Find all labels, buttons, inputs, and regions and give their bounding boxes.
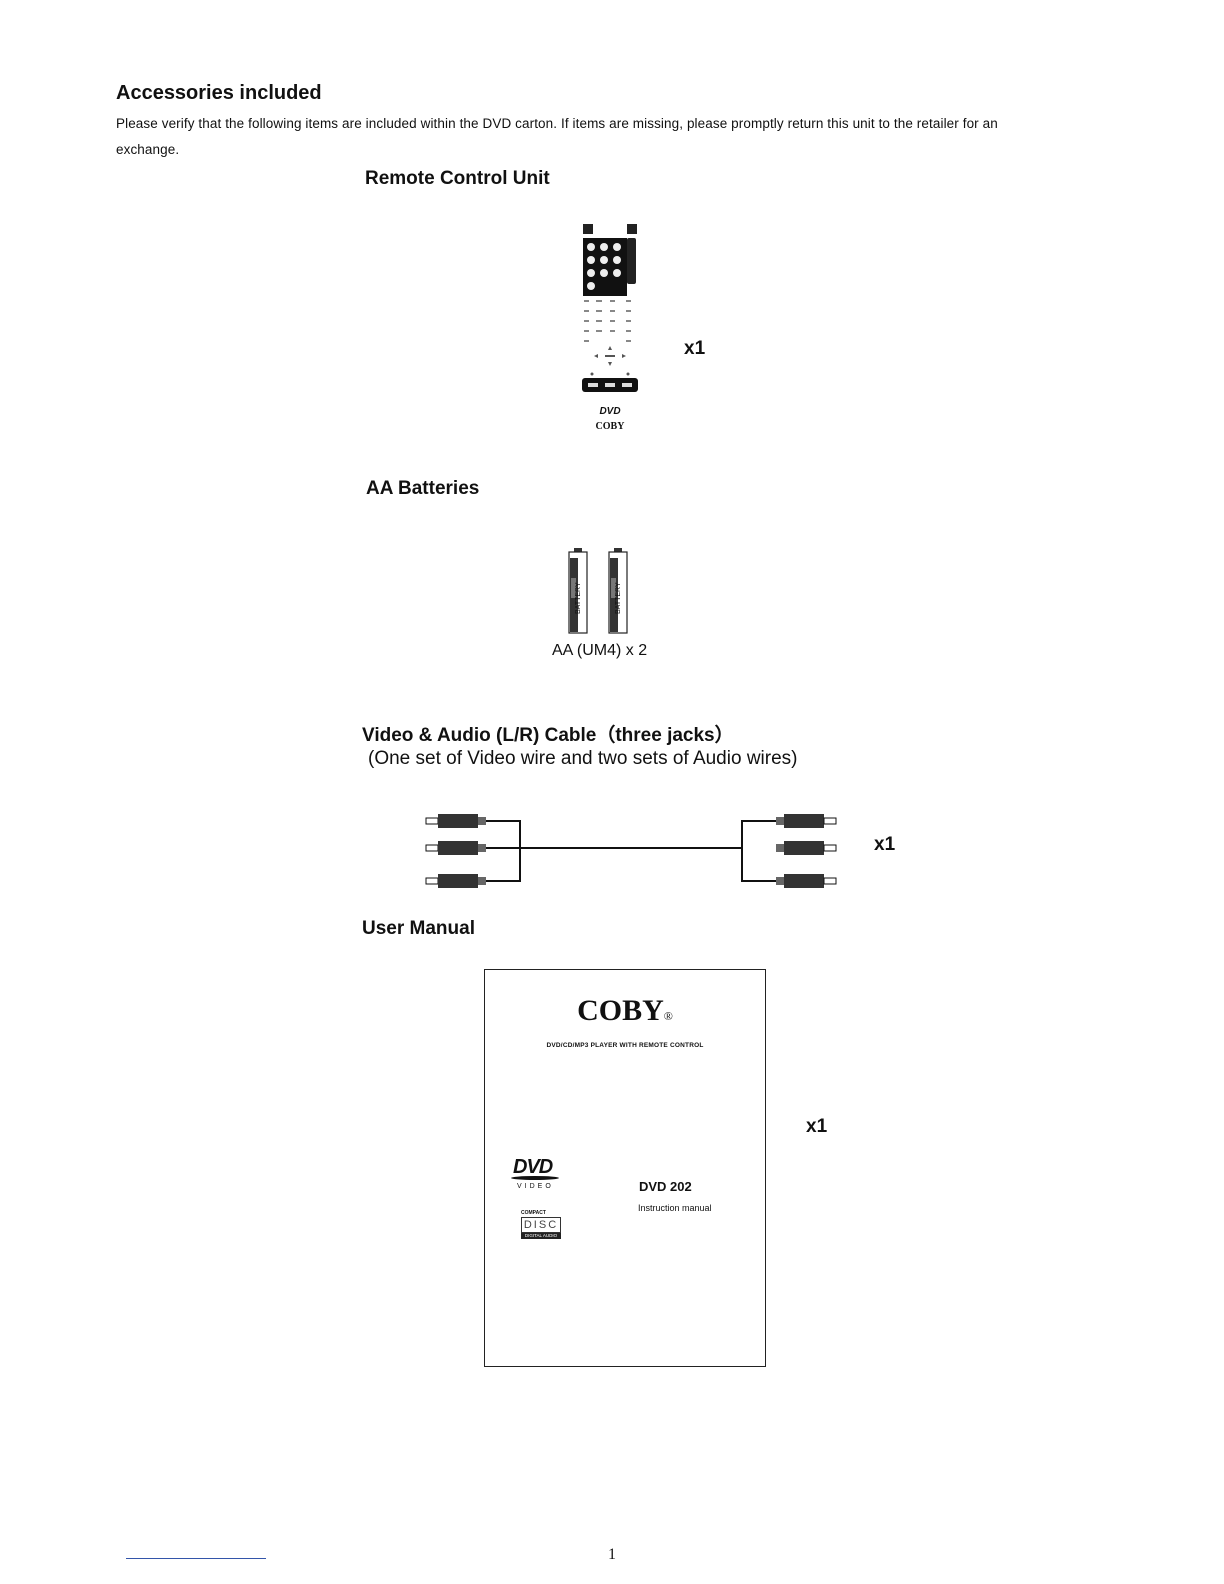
av-cable-illustration [420, 808, 850, 897]
cable-section-title: Video & Audio (L/R) Cable（three jacks） [362, 725, 734, 746]
manual-section-title: User Manual [362, 918, 475, 939]
remote-dvd-logo: DVD [599, 406, 621, 417]
remote-section-title: Remote Control Unit [365, 168, 550, 189]
batteries-caption: AA (UM4) x 2 [552, 642, 648, 659]
user-manual-cover: COBY® DVD/CD/MP3 PLAYER WITH REMOTE CONT… [484, 969, 766, 1367]
dvd-disc-icon [511, 1176, 559, 1180]
footer-rule [126, 1558, 266, 1559]
compact-disc-logo-top: COMPACT [521, 1210, 546, 1216]
compact-disc-logo-bottom: DIGITAL AUDIO [521, 1233, 561, 1239]
remote-quantity: x1 [684, 338, 706, 359]
manual-quantity: x1 [806, 1116, 828, 1137]
remote-control-icon [582, 224, 638, 392]
battery-icon [608, 548, 628, 634]
intro-text-line-2: exchange. [116, 142, 180, 157]
manual-cover-subtitle: DVD/CD/MP3 PLAYER WITH REMOTE CONTROL [546, 1042, 704, 1049]
cable-section-subtitle: (One set of Video wire and two sets of A… [368, 748, 798, 769]
compact-disc-logo: DISC [521, 1217, 561, 1233]
manual-dvd-logo: DVD [513, 1156, 553, 1178]
manual-doc-type: Instruction manual [638, 1203, 712, 1213]
manual-cover-brand: COBY® [485, 994, 765, 1028]
rca-cable-icon [425, 814, 837, 888]
battery-left-label: BATTERY [575, 582, 582, 614]
battery-right-label: BATTERY [615, 582, 622, 614]
manual-video-label: VIDEO [517, 1183, 554, 1190]
battery-left: BATTERY [568, 548, 588, 634]
registered-mark: ® [663, 1009, 673, 1023]
remote-brand-label: COBY [595, 421, 625, 432]
battery-right: BATTERY [608, 548, 628, 634]
remote-control-illustration: DVD COBY [578, 218, 648, 438]
page-number: 1 [608, 1546, 616, 1563]
battery-icon [568, 548, 588, 634]
cable-quantity: x1 [874, 834, 896, 855]
batteries-section-title: AA Batteries [366, 478, 480, 499]
intro-text-line-1: Please verify that the following items a… [116, 116, 998, 131]
manual-brand-text: COBY [577, 994, 664, 1027]
page-heading: Accessories included [116, 82, 322, 104]
manual-model-number: DVD 202 [639, 1179, 692, 1194]
